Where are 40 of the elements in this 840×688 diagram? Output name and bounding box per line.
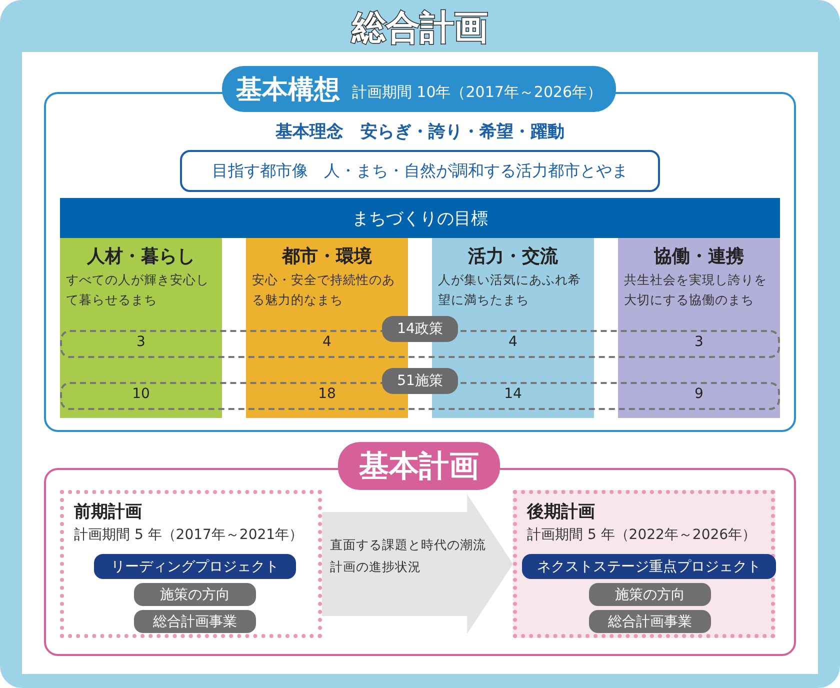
panel-title: 基本構想 [236, 74, 340, 106]
header-band: まちづくりの目標 [60, 198, 780, 238]
goal-description: 共生社会を実現し誇りを大切にする協働のまち [624, 271, 768, 309]
item-label: 総合計画事業 [589, 610, 711, 633]
panel-title: 基本計画 [359, 448, 479, 486]
plan-heading: 前期計画 [74, 501, 142, 523]
period-text: 計画期間 5 年（2017年～2021年） [74, 526, 304, 544]
item-label: 施策の方向 [589, 583, 711, 606]
count-number: 10 [131, 386, 151, 402]
goal-column [618, 238, 780, 418]
count-tag: 51施策 [382, 368, 458, 394]
count-number: 4 [322, 334, 332, 350]
count-number: 3 [694, 334, 704, 350]
goal-description: 安心・安全で持続性のある魅力的なまち [252, 271, 396, 309]
count-number: 18 [317, 386, 337, 402]
period-text: 計画期間 10年（2017年～2026年） [352, 82, 602, 102]
vision-box: 目指す都市像 人・まち・自然が調和する活力都市とやま [180, 150, 660, 192]
item-label: ネクストステージ重点プロジェクト [522, 554, 776, 579]
plan-box [60, 490, 322, 638]
frame-heading: 総合計画 [350, 7, 489, 50]
item-label: 施策の方向 [134, 583, 256, 606]
item-label: リーディングプロジェクト [94, 554, 296, 579]
goal-heading: 都市・環境 [280, 245, 373, 268]
period-text: 計画期間 5 年（2022年～2026年） [527, 526, 756, 544]
count-tag: 14政策 [382, 316, 458, 342]
goal-description: 人が集い活気にあふれ希望に満ちたまち [438, 271, 582, 309]
item-label: 総合計画事業 [134, 610, 256, 633]
count-number: 4 [508, 334, 518, 350]
count-number: 14 [503, 386, 523, 402]
goal-heading: 活力・交流 [466, 245, 559, 268]
plan-box [513, 490, 775, 638]
principle-text: 基本理念 安らぎ・誇り・希望・躍動 [274, 120, 566, 144]
edge-label: 直面する課題と時代の潮流計画の進捗状況 [330, 536, 487, 576]
count-number: 3 [136, 334, 146, 350]
goal-heading: 人材・暮らし [86, 245, 196, 268]
count-number: 9 [694, 386, 704, 402]
goal-column [60, 238, 222, 418]
goal-heading: 協働・連携 [653, 245, 745, 268]
plan-heading: 後期計画 [527, 501, 595, 523]
goal-description: すべての人が輝き安心して暮らせるまち [66, 271, 210, 309]
